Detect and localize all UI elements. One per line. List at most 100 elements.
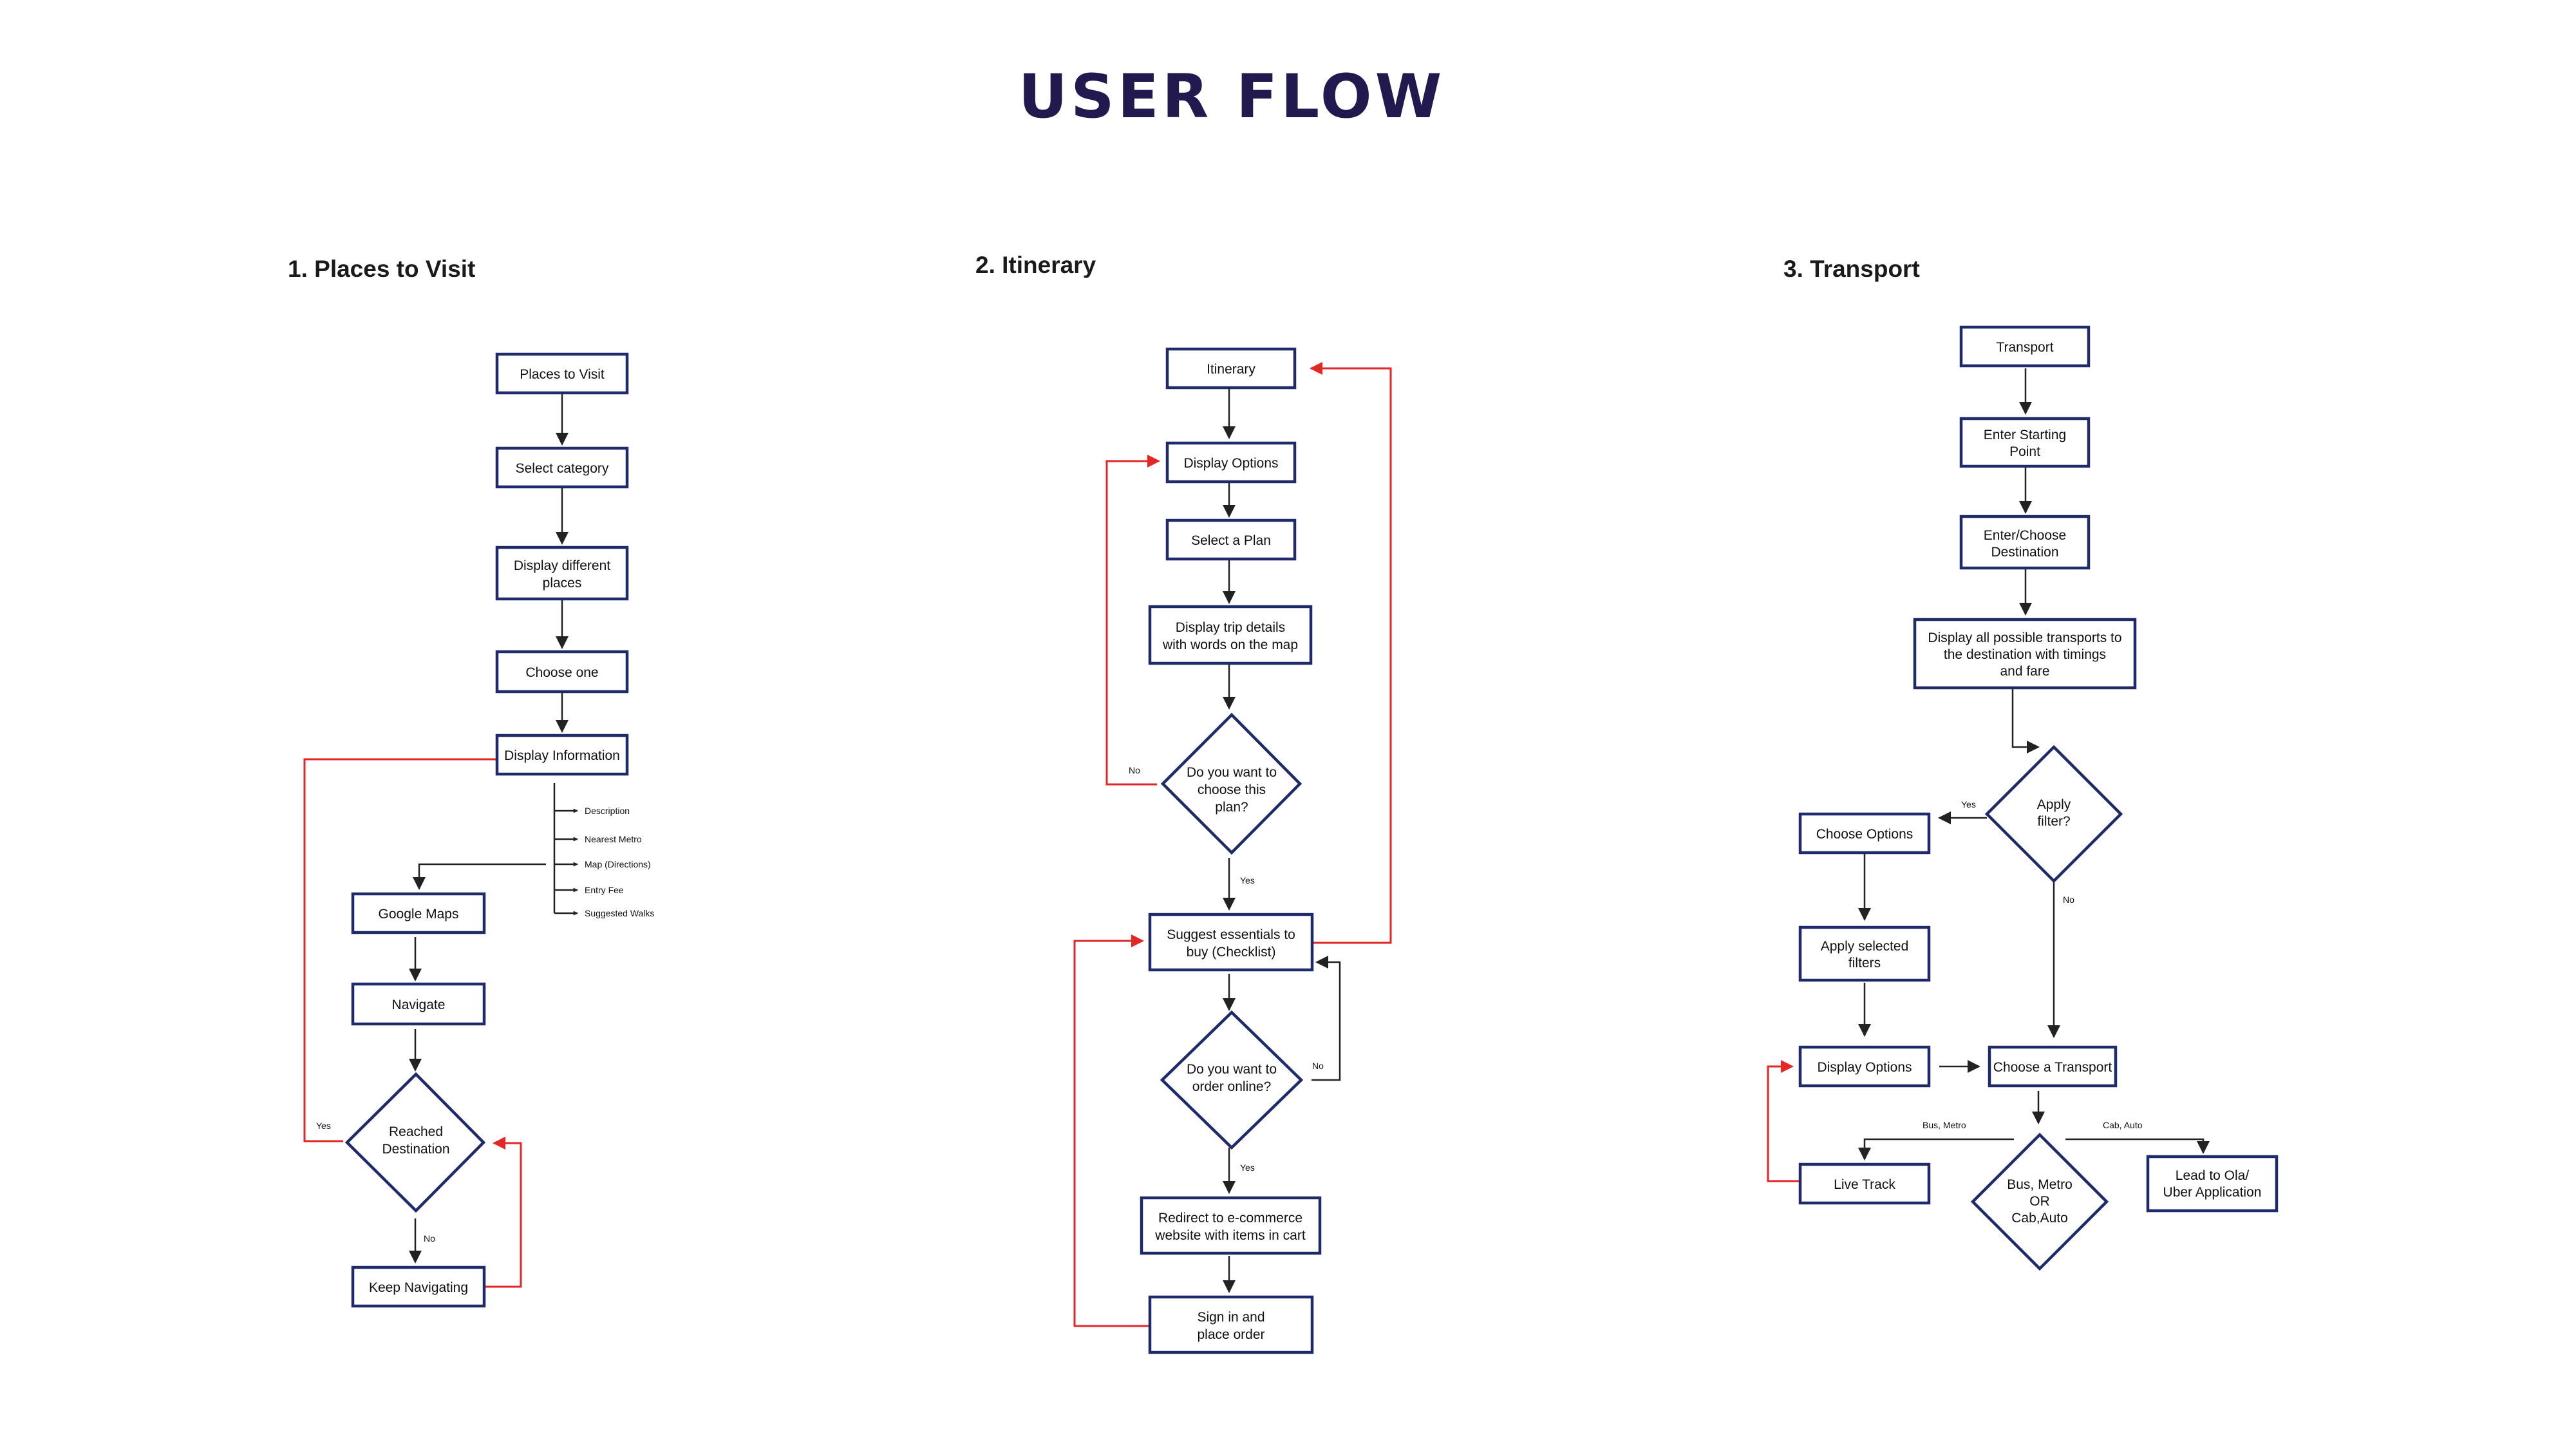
node-redirect-ecommerce [1140, 1196, 1322, 1255]
transport-flow: Transport Enter Starting Point Enter/Cho… [1767, 325, 2279, 1271]
edge-label-cab-auto: Cab, Auto [2103, 1120, 2143, 1130]
node-label: and fare [2000, 664, 2049, 679]
node-label: Bus, Metro [2007, 1177, 2073, 1192]
places-flow: Places to Visit Select category Display … [303, 352, 654, 1308]
info-item-map-directions: Map (Directions) [585, 859, 651, 869]
node-label: plan? [1215, 800, 1248, 815]
node-label: buy (Checklist) [1187, 945, 1276, 960]
node-label: Display Information [504, 748, 620, 763]
node-label: Choose one [525, 665, 598, 680]
arrow [413, 863, 546, 890]
node-label: Redirect to e-commerce [1158, 1211, 1302, 1226]
node-choose-one [495, 650, 629, 694]
node-label: Display all possible transports to [1928, 630, 2121, 645]
node-label: Cab,Auto [2011, 1211, 2068, 1226]
node-label: Do you want to [1187, 765, 1277, 780]
node-label: Apply selected [1821, 939, 1909, 954]
node-choose-options [1798, 812, 1931, 855]
edge-label-yes: Yes [1961, 799, 1976, 810]
node-label: Apply [2037, 797, 2071, 812]
node-places-to-visit [495, 352, 629, 395]
edge-label-yes: Yes [316, 1121, 331, 1131]
node-live-track [1798, 1162, 1931, 1205]
node-label: Point [2009, 444, 2040, 459]
sign-in-loop-line [1073, 934, 1150, 1327]
node-enter-destination [1959, 515, 2091, 570]
node-enter-starting-point [1959, 417, 2091, 468]
node-label: Display different [514, 558, 610, 573]
node-sign-in [1148, 1295, 1314, 1354]
node-label: Places to Visit [520, 367, 605, 382]
node-label: Do you want to [1187, 1062, 1277, 1077]
node-itinerary [1165, 347, 1297, 390]
node-label: website with items in cart [1154, 1228, 1306, 1243]
no-loop-line [1105, 455, 1160, 786]
info-item-description: Description [585, 806, 630, 816]
node-choose-transport [1988, 1045, 2118, 1088]
arrow [2065, 1138, 2210, 1154]
node-label: the destination with timings [1944, 647, 2106, 662]
node-label: places [543, 576, 582, 591]
node-select-category [495, 446, 629, 489]
node-label: Transport [1996, 340, 2053, 355]
node-label: Select a Plan [1191, 533, 1271, 548]
node-label: OR [2029, 1194, 2050, 1209]
node-label: Display Options [1817, 1060, 1912, 1075]
page-title: USER FLOW [1019, 62, 1445, 132]
edge-label-no: No [1129, 765, 1140, 775]
node-label: with words on the map [1162, 638, 1298, 652]
section-title-itinerary: 2. Itinerary [975, 252, 1096, 278]
arrow [1312, 956, 1341, 1081]
node-display-options [1165, 441, 1297, 484]
decision-bus-metro-or-cab [1970, 1132, 2109, 1271]
node-navigate [351, 982, 486, 1026]
node-select-plan [1165, 518, 1297, 561]
keep-navigating-loop-line [485, 1137, 522, 1288]
node-label: Enter Starting [1984, 428, 2066, 442]
decision-choose-plan [1160, 712, 1302, 855]
node-label: Itinerary [1207, 362, 1255, 377]
node-label: Sign in and [1197, 1310, 1264, 1325]
node-label: filter? [2037, 814, 2070, 829]
node-suggest-essentials [1148, 913, 1314, 972]
section-title-places: 1. Places to Visit [288, 256, 475, 282]
node-display-different-places [495, 545, 629, 601]
node-lead-to-ola-uber [2146, 1155, 2279, 1213]
info-item-suggested-walks: Suggested Walks [585, 908, 654, 918]
node-display-transports [1913, 618, 2137, 690]
edge-label-no: No [424, 1233, 435, 1244]
arrow [1858, 1138, 2014, 1160]
itinerary-loop-line [1310, 362, 1392, 944]
node-google-maps [351, 892, 486, 934]
node-keep-navigating [351, 1265, 486, 1308]
node-label: Choose a Transport [1993, 1060, 2112, 1075]
node-label: Keep Navigating [369, 1280, 468, 1295]
node-display-options [1798, 1045, 1931, 1088]
edge-label-bus-metro: Bus, Metro [1923, 1120, 1966, 1130]
node-label: Google Maps [379, 907, 459, 922]
node-label: Enter/Choose [1984, 528, 2066, 543]
node-label: Navigate [392, 998, 446, 1012]
info-item-entry-fee: Entry Fee [585, 885, 624, 895]
section-title-transport: 3. Transport [1783, 256, 1920, 282]
edge-label-yes: Yes [1240, 875, 1255, 886]
node-label: Display Options [1183, 456, 1278, 471]
live-track-loop-line [1767, 1060, 1800, 1182]
decision-reached-destination [344, 1072, 486, 1213]
decision-order-online [1160, 1010, 1304, 1150]
node-label: Suggest essentials to [1167, 927, 1295, 942]
edge-label-no: No [2063, 895, 2074, 905]
node-label: Display trip details [1176, 620, 1285, 635]
info-item-nearest-metro: Nearest Metro [585, 834, 642, 844]
node-trip-details [1148, 605, 1313, 665]
node-transport [1959, 325, 2091, 368]
node-label: Lead to Ola/ [2176, 1168, 2250, 1183]
node-label: Reached [389, 1124, 443, 1139]
edge-label-yes: Yes [1240, 1162, 1255, 1173]
node-label: Destination [382, 1142, 449, 1157]
node-label: Select category [516, 461, 609, 476]
node-label: Live Track [1834, 1177, 1895, 1192]
node-label: Uber Application [2163, 1185, 2262, 1200]
yes-loop-line [303, 753, 534, 1142]
node-label: filters [1848, 956, 1881, 971]
